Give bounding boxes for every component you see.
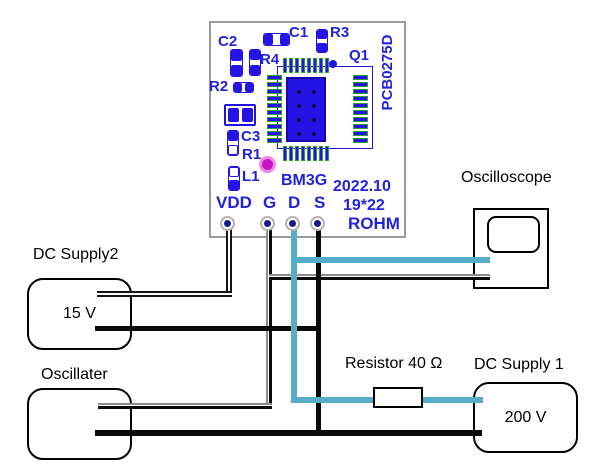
- chip-pin: [267, 82, 282, 87]
- chip-pin: [325, 146, 329, 161]
- component-two-pad: [224, 104, 256, 126]
- chip-pin: [267, 96, 282, 101]
- chip-pin: [267, 117, 282, 122]
- chip-die: [286, 77, 326, 142]
- lot-marking: 19*22: [343, 197, 385, 214]
- refdes-r4: R4: [260, 51, 280, 68]
- chip-pin: [353, 82, 368, 87]
- dc-supply1-box: 200 V: [473, 382, 578, 453]
- oscilloscope-screen: [487, 216, 540, 253]
- wire-gate-vertical: [266, 228, 272, 409]
- chip-pin: [267, 124, 282, 129]
- wire-gate-to-oscilloscope: [269, 274, 490, 280]
- wire-vdd-vertical: [226, 228, 232, 297]
- component-c2: [230, 49, 243, 77]
- chip-pin: [301, 58, 305, 73]
- pin-d: [285, 216, 300, 231]
- chip-pin: [313, 58, 317, 73]
- chip-pin: [289, 146, 293, 161]
- chip-pin: [353, 124, 368, 129]
- oscillator-box: [27, 388, 132, 460]
- date-marking: 2022.10: [333, 178, 391, 195]
- wire-gate-to-oscillator: [98, 403, 272, 409]
- component-r2: [233, 82, 254, 93]
- chip-pin: [283, 58, 287, 73]
- chip-pin: [353, 110, 368, 115]
- refdes-r2: R2: [209, 78, 229, 95]
- chip-pin: [295, 58, 299, 73]
- refdes-r3: R3: [330, 24, 350, 41]
- refdes-r1: R1: [242, 146, 262, 163]
- board-id-marking: PCB0275D: [379, 34, 396, 111]
- q1-marker-dot: [329, 60, 337, 68]
- pin-label-g: G: [263, 193, 277, 212]
- dc-supply1-label: DC Supply 1: [474, 356, 564, 373]
- chip-pin: [267, 110, 282, 115]
- chip-pin: [267, 131, 282, 136]
- chip-pin: [313, 146, 317, 161]
- wire-drain-to-oscilloscope: [294, 257, 490, 263]
- chip-pin: [325, 58, 329, 73]
- chip-pin: [353, 75, 368, 80]
- refdes-q1: Q1: [349, 47, 370, 64]
- pin-label-d: D: [288, 193, 301, 212]
- chip-pin: [301, 146, 305, 161]
- component-r4: [249, 49, 261, 76]
- chip-pin: [267, 103, 282, 108]
- magenta-test-point: [259, 156, 276, 173]
- chip-pin: [283, 146, 287, 161]
- part-marking: BM3G: [281, 172, 328, 189]
- pcb-board: C2 C1 R3 R4 R2 Q1 C3 R1 L1 BM3G 2022.10 …: [209, 21, 406, 238]
- chip-pin: [289, 58, 293, 73]
- chip-pins-top: [283, 58, 329, 73]
- chip-pin: [319, 58, 323, 73]
- oscilloscope-label: Oscilloscope: [461, 169, 552, 186]
- wire-vdd-to-dc-supply2: [97, 291, 232, 297]
- chip-pin: [353, 138, 368, 143]
- refdes-c3: C3: [241, 128, 261, 145]
- component-c1: [263, 33, 290, 46]
- dc-supply2-voltage: 15 V: [63, 305, 96, 322]
- wire-source-vertical: [316, 228, 321, 435]
- chip-pin: [267, 75, 282, 80]
- dc-supply2-box: 15 V: [27, 278, 132, 350]
- chip-pin: [267, 89, 282, 94]
- wire-dc-supply2-return: [95, 326, 321, 331]
- chip-pin: [319, 146, 323, 161]
- refdes-c2: C2: [218, 33, 238, 50]
- oscillator-label: Oscillater: [41, 366, 108, 383]
- resistor-body: [373, 387, 423, 408]
- chip-pin: [307, 146, 311, 161]
- chip-pin: [307, 58, 311, 73]
- component-c3: [227, 130, 239, 156]
- refdes-l1: L1: [242, 168, 260, 185]
- pin-s: [310, 216, 325, 231]
- wire-ground-bus: [95, 430, 482, 436]
- chip-pins-bottom: [283, 146, 329, 161]
- chip-pins-left: [267, 75, 282, 143]
- chip-pins-right: [353, 75, 368, 143]
- chip-pin: [353, 103, 368, 108]
- chip-pin: [353, 96, 368, 101]
- component-r3: [316, 29, 328, 53]
- chip-pin: [295, 146, 299, 161]
- chip-pin: [353, 89, 368, 94]
- dc-supply1-voltage: 200 V: [504, 408, 547, 426]
- chip-pin: [267, 138, 282, 143]
- pin-label-s: S: [314, 193, 326, 212]
- component-l1: [228, 166, 240, 191]
- refdes-c1: C1: [289, 24, 309, 41]
- resistor-label: Resistor 40 Ω: [345, 355, 443, 372]
- brand-marking: ROHM: [348, 214, 400, 233]
- chip-pin: [353, 131, 368, 136]
- pin-vdd: [220, 216, 235, 231]
- pin-label-vdd: VDD: [216, 193, 252, 212]
- dc-supply2-label: DC Supply2: [33, 246, 119, 263]
- wire-drain-vertical: [291, 228, 297, 403]
- chip-pin: [353, 117, 368, 122]
- pin-g: [260, 216, 275, 231]
